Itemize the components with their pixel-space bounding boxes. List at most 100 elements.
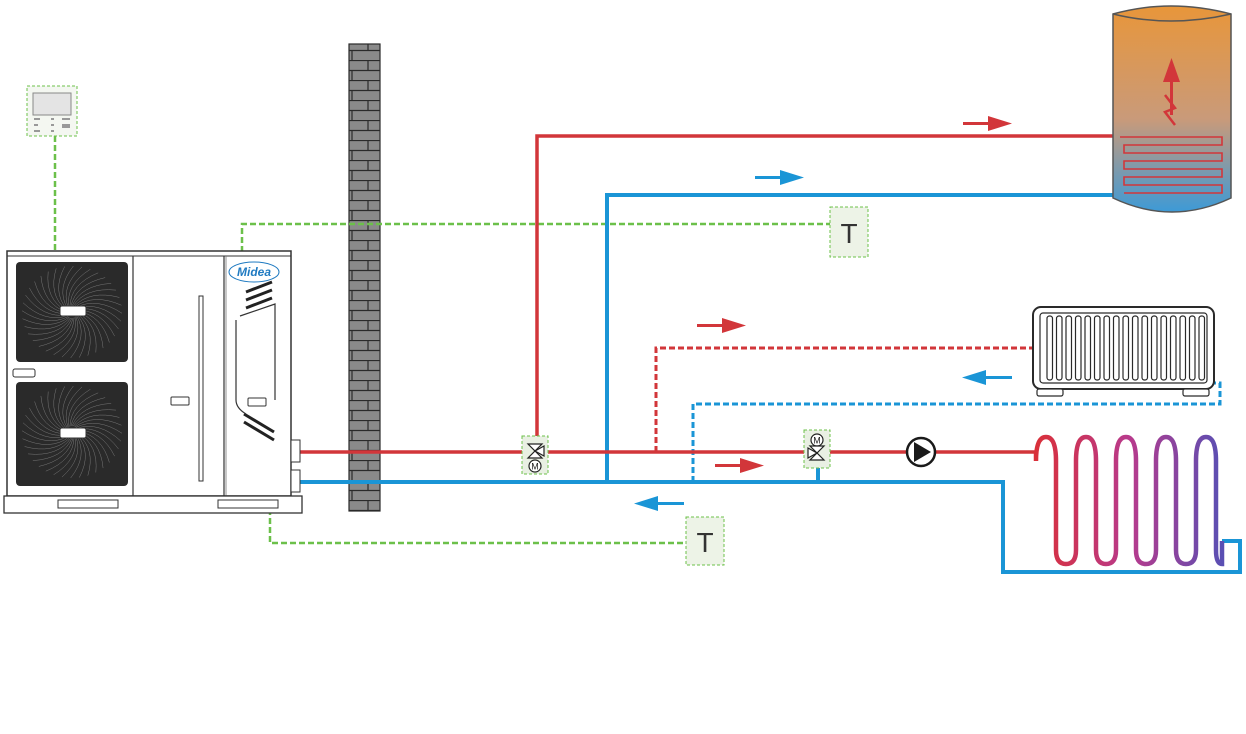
fan-blade-line	[65, 386, 83, 428]
radiator-foot-right	[1182, 388, 1210, 397]
tank-return-pipe	[605, 193, 1115, 482]
sensor-label: T	[840, 218, 857, 249]
fan-blade-line	[69, 392, 99, 427]
fan-blade-line	[24, 317, 71, 330]
return-pipe-main	[300, 480, 1242, 574]
brand-logo: Midea	[228, 261, 280, 283]
radiator-return-pipe	[691, 381, 1222, 482]
outdoor-heat-pump-unit: Midea	[3, 250, 303, 514]
radiator-fin	[1188, 315, 1196, 381]
radiator-fin	[1046, 315, 1054, 381]
floor-heating-loop	[1033, 434, 1225, 567]
fan-blade-line	[24, 437, 71, 450]
valve-motor-label: M	[813, 436, 821, 446]
fan-blade-line	[32, 317, 73, 341]
radiator-fin	[1160, 315, 1168, 381]
fan-blade-line	[53, 317, 76, 355]
fan-blade-line	[70, 397, 106, 427]
fan-blade-line	[74, 419, 122, 428]
valve-motor-label: M	[531, 462, 539, 472]
radiator-fin	[1084, 315, 1092, 381]
fan-blade-line	[68, 389, 91, 427]
fan-icon	[16, 382, 128, 486]
radiator-fin	[1179, 315, 1187, 381]
radiator-fin	[1065, 315, 1073, 381]
fan-blade-line	[76, 426, 122, 442]
radiator	[1032, 306, 1215, 397]
radiator-fin	[1122, 315, 1130, 381]
arrow-right-icon	[963, 116, 1012, 131]
tank-heating-coil	[1120, 136, 1223, 194]
fan-icon	[16, 262, 128, 362]
fan-blade-line	[73, 414, 120, 427]
fan-blade-line	[28, 317, 72, 335]
cold-pipes	[300, 193, 1242, 574]
fan-blade-line	[61, 316, 79, 358]
fan-blade-line	[62, 265, 74, 309]
fan-blade-line	[72, 409, 116, 427]
fan-blade-line	[62, 385, 74, 429]
fan-blade-line	[28, 437, 72, 455]
fan-blade-line	[61, 436, 79, 478]
radiator-fin	[1150, 315, 1158, 381]
fan-blade-line	[53, 388, 67, 431]
hot-water-tank	[1112, 5, 1232, 213]
fan-blade-line	[77, 314, 86, 358]
tank-supply-pipe	[535, 134, 1120, 440]
sensor-label: T	[696, 527, 713, 558]
radiator-supply-pipe	[654, 346, 1036, 452]
fan-blade-line	[70, 435, 82, 479]
radiator-fin	[1103, 315, 1111, 381]
radiator-fins	[1046, 315, 1206, 381]
three-way-valve-1: M	[521, 435, 549, 475]
fan-blade-line	[77, 313, 91, 356]
fan-blade-line	[73, 294, 120, 307]
fan-blade-line	[70, 277, 106, 307]
radiator-fin	[1169, 315, 1177, 381]
fan-blade-line	[75, 423, 123, 434]
outdoor-sensor-wire	[268, 500, 686, 545]
pump-icon	[905, 436, 937, 468]
radiator-fin	[1141, 315, 1149, 381]
arrow-right-icon	[715, 458, 764, 473]
fan-blade-line	[70, 315, 82, 359]
fan-blade-line	[53, 437, 76, 475]
control-wires	[53, 136, 830, 545]
fan-blade-line	[22, 436, 70, 445]
tank-sensor-wire	[240, 222, 830, 252]
fan-blade-line	[68, 269, 91, 307]
radiator-fin	[1093, 315, 1101, 381]
fan-blade-line	[71, 283, 112, 307]
fan-blade-line	[71, 403, 112, 427]
arrow-left-icon	[634, 496, 684, 511]
fan-blade-line	[45, 437, 75, 472]
pipe-connectors	[290, 439, 301, 493]
fan-blade-line	[69, 272, 99, 307]
fan-blade-line	[45, 317, 75, 352]
fan-blade-line	[32, 437, 73, 461]
fan-blade-line	[22, 316, 70, 325]
outdoor-temperature-sensor: T	[685, 516, 725, 566]
fan-blade-line	[38, 317, 74, 347]
hot-water-out-icon	[1163, 58, 1180, 126]
radiator-fin	[1131, 315, 1139, 381]
fan-blade-line	[38, 437, 74, 467]
fan-blade-line	[65, 266, 83, 308]
radiator-fin	[1112, 315, 1120, 381]
radiator-fin	[1074, 315, 1082, 381]
arrow-right-icon	[697, 318, 746, 333]
flow-arrows	[634, 116, 1012, 511]
fan-blade-line	[21, 310, 69, 321]
tank-temperature-sensor: T	[829, 206, 869, 258]
controller-icon	[26, 85, 78, 137]
fan-blade-line	[72, 289, 116, 307]
three-way-valve-2: M	[803, 429, 831, 469]
radiator-fin	[1055, 315, 1063, 381]
radiator-fin	[1198, 315, 1206, 381]
brand-logo-text: Midea	[237, 265, 271, 279]
brick-wall	[348, 43, 381, 512]
fan-blade-line	[58, 386, 67, 430]
fan-blade-line	[22, 302, 68, 318]
fan-blade-line	[74, 299, 122, 308]
